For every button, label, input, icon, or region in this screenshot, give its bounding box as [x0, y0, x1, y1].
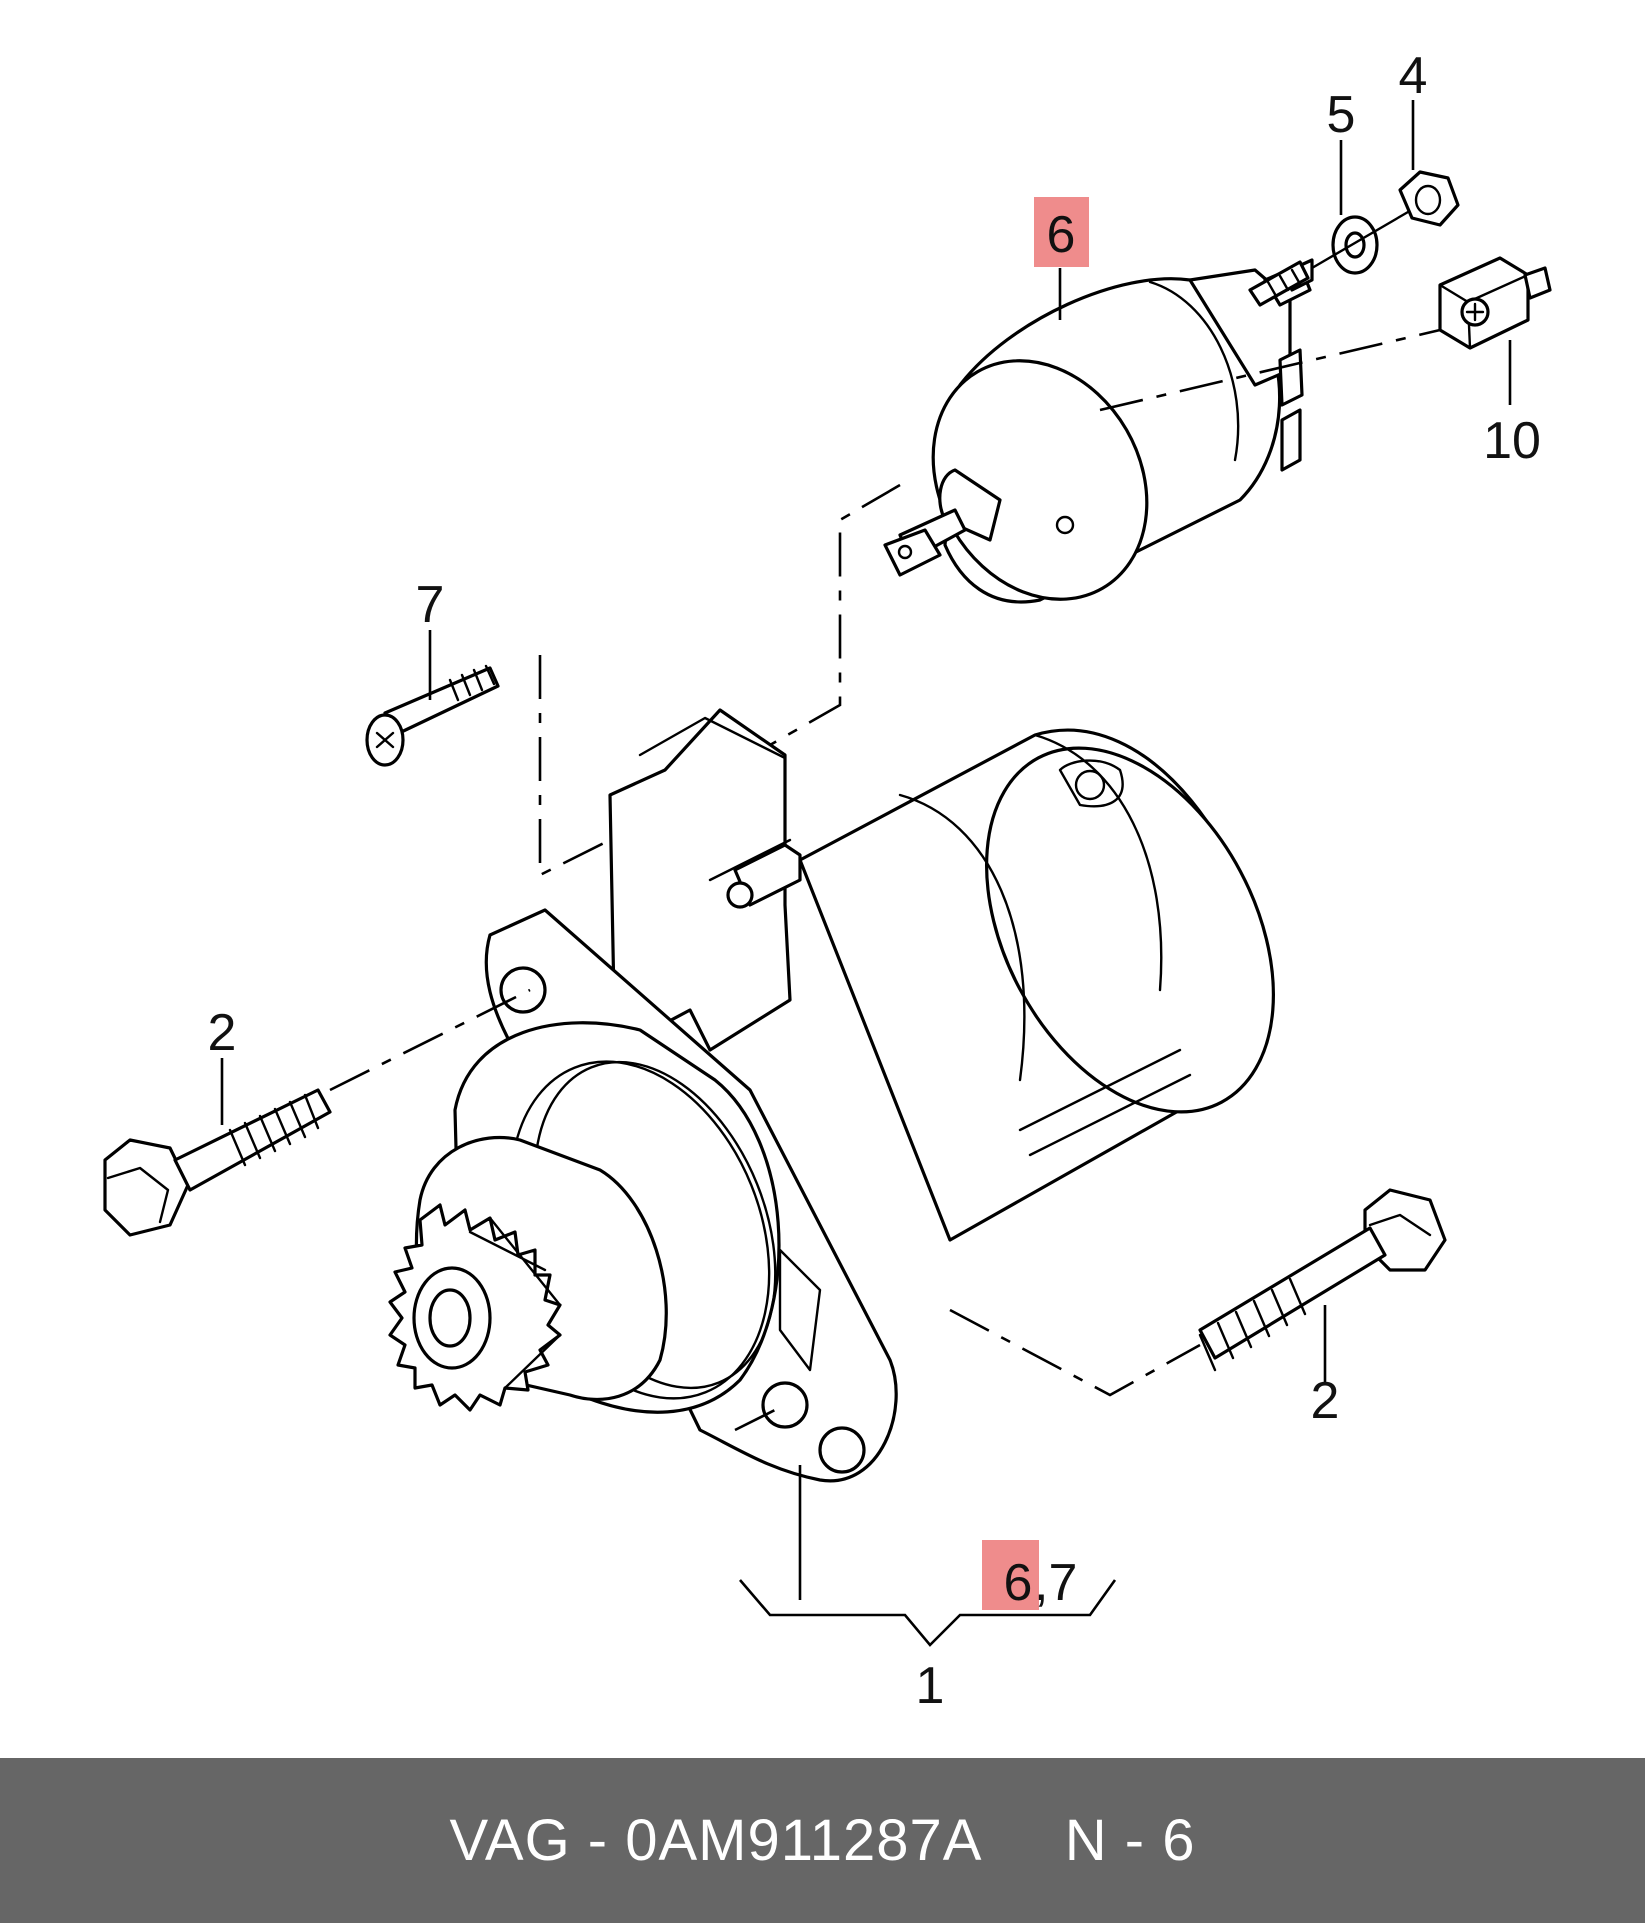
highlight-callout-6-bottom — [982, 1540, 1039, 1610]
callout-7-bottom: ,7 — [1034, 1554, 1077, 1612]
starter-motor — [388, 708, 1275, 1483]
stud-axis-line — [1310, 210, 1410, 270]
callout-10: 10 — [1483, 412, 1541, 470]
highlight-callout-6 — [1034, 197, 1089, 267]
callout-2-left: 2 — [208, 1004, 237, 1062]
pinion-gear — [388, 1203, 562, 1412]
terminal-connector — [1438, 256, 1552, 350]
solenoid-switch — [883, 258, 1314, 604]
leader-lines — [220, 100, 1512, 1647]
flange-bolt-left — [103, 1088, 332, 1237]
callout-6-bottom: 6 — [1004, 1554, 1033, 1612]
callout-4: 4 — [1399, 47, 1428, 105]
part-number-label: VAG - 0AM911287A N - 6 — [449, 1808, 1196, 1873]
washer — [1331, 215, 1379, 275]
callout-7: 7 — [416, 576, 445, 634]
footer-bar: VAG - 0AM911287A N - 6 — [0, 1758, 1645, 1923]
callout-6: 6 — [1047, 206, 1076, 264]
exploded-parts-diagram: 6 5 4 10 7 2 2 6 ,7 1 — [103, 47, 1552, 1715]
callout-1: 1 — [916, 1657, 945, 1715]
countersunk-screw — [365, 664, 500, 767]
flange-bolt-right — [1198, 1188, 1447, 1372]
callout-5: 5 — [1327, 86, 1356, 144]
hex-nut — [1398, 170, 1460, 227]
callout-2-right: 2 — [1311, 1372, 1340, 1430]
assembly-lines — [329, 328, 1441, 1432]
